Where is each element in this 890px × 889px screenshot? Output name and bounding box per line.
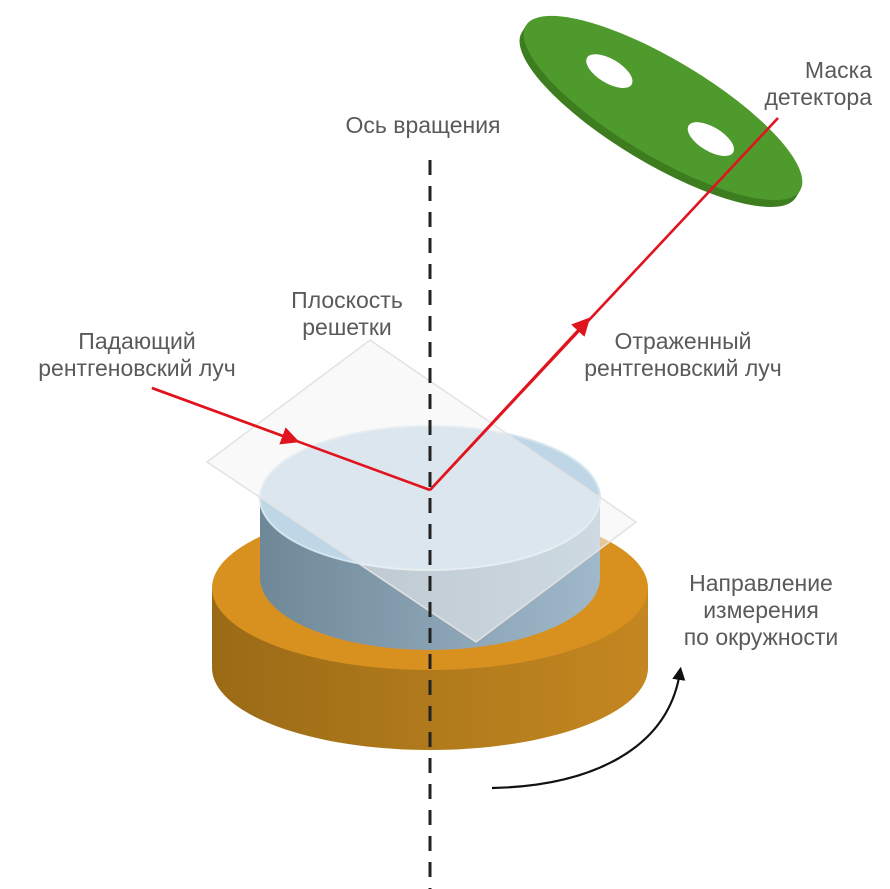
lattice-plane-label: Плоскость решетки — [291, 287, 403, 340]
axis-label: Ось вращения — [345, 112, 501, 138]
reflected-beam — [429, 117, 779, 491]
incident-beam-label: Падающий рентгеновский луч — [38, 328, 236, 381]
measurement-direction-label: Направление измерения по окружности — [683, 570, 839, 650]
detector-mask-label: Маска детектора — [764, 57, 873, 110]
incident-beam — [151, 386, 431, 492]
detector-mask — [519, 15, 803, 207]
mask-hole-icon — [586, 54, 633, 88]
lattice-plane — [205, 339, 638, 643]
reflected-beam-label: Отраженный рентгеновский луч — [584, 328, 782, 381]
measurement-direction-arrow — [491, 666, 686, 790]
mask-hole-icon — [687, 122, 734, 156]
